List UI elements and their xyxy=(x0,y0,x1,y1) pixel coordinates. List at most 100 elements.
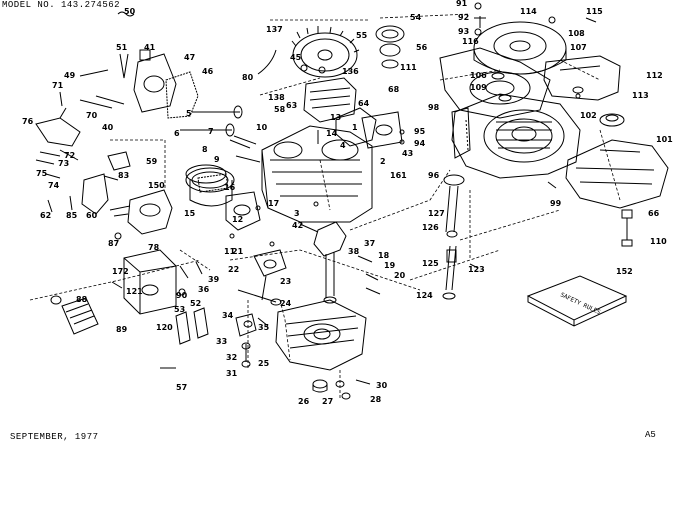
callout-6: 6 xyxy=(174,129,180,138)
flywheel-137 xyxy=(291,26,360,78)
callout-42: 42 xyxy=(292,221,303,230)
callout-150: 150 xyxy=(148,181,165,190)
callout-64: 64 xyxy=(358,99,370,108)
part-87 xyxy=(114,232,122,240)
callout-46: 46 xyxy=(202,67,214,76)
callout-87: 87 xyxy=(108,239,119,248)
footer-code: A5 xyxy=(645,430,656,440)
callout-60: 60 xyxy=(86,211,98,220)
callout-115: 115 xyxy=(586,7,603,16)
spring-50 xyxy=(117,11,135,79)
callout-19: 19 xyxy=(384,261,396,270)
callout-47: 47 xyxy=(184,53,195,62)
callout-23: 23 xyxy=(280,277,291,286)
sump-24 xyxy=(275,299,367,371)
callout-80: 80 xyxy=(242,73,254,82)
callout-43: 43 xyxy=(402,149,413,158)
fuel-tank-112 xyxy=(543,55,621,101)
callout-37: 37 xyxy=(364,239,375,248)
callout-123: 123 xyxy=(468,265,485,274)
callout-5: 5 xyxy=(186,109,192,118)
callout-49: 49 xyxy=(64,71,76,80)
owners-manual-152 xyxy=(526,275,628,327)
callout-38: 38 xyxy=(348,247,360,256)
callout-22: 22 xyxy=(228,265,239,274)
valves xyxy=(180,105,261,163)
callout-56: 56 xyxy=(416,43,428,52)
bracket-60 xyxy=(81,173,119,215)
callout-54: 54 xyxy=(410,13,422,22)
callout-126: 126 xyxy=(422,223,439,232)
callout-45: 45 xyxy=(290,53,302,62)
part-26 xyxy=(312,379,328,393)
callout-36: 36 xyxy=(198,285,210,294)
callout-3: 3 xyxy=(294,209,300,218)
callout-71: 71 xyxy=(52,81,64,90)
callout-70: 70 xyxy=(86,111,98,120)
callout-24: 24 xyxy=(280,299,292,308)
bolt-121 xyxy=(111,281,123,289)
callout-7: 7 xyxy=(208,127,214,136)
callout-92: 92 xyxy=(458,13,469,22)
parts-27-30 xyxy=(335,379,371,400)
crankshaft-38 xyxy=(299,221,347,304)
callout-85: 85 xyxy=(66,211,78,220)
callout-11: 11 xyxy=(224,247,236,256)
gasket-46 xyxy=(165,71,199,119)
leader-lines xyxy=(29,13,621,400)
callout-13: 13 xyxy=(330,113,341,122)
callout-109: 109 xyxy=(470,83,487,92)
recoil-starter xyxy=(473,21,567,75)
callout-53: 53 xyxy=(174,305,185,314)
callout-25: 25 xyxy=(258,359,270,368)
callout-136: 136 xyxy=(342,67,359,76)
bracket-52 xyxy=(175,307,209,345)
callout-4: 4 xyxy=(340,141,346,150)
callout-40: 40 xyxy=(102,123,114,132)
callout-20: 20 xyxy=(394,271,406,280)
callout-112: 112 xyxy=(646,71,663,80)
callout-101: 101 xyxy=(656,135,673,144)
starter-cup-55 xyxy=(375,25,405,69)
footer-date: SEPTEMBER, 1977 xyxy=(10,432,99,442)
callout-52: 52 xyxy=(190,299,201,308)
callout-12: 12 xyxy=(232,215,243,224)
parts-36-39 xyxy=(178,261,203,296)
callout-63: 63 xyxy=(286,101,297,110)
callout-32: 32 xyxy=(226,353,237,362)
callout-121: 121 xyxy=(126,287,143,296)
callout-21: 21 xyxy=(232,247,244,256)
bracket-98 xyxy=(451,107,471,159)
callout-9: 9 xyxy=(214,155,220,164)
callout-138: 138 xyxy=(268,93,285,102)
callout-161: 161 xyxy=(390,171,407,180)
callout-28: 28 xyxy=(370,395,382,404)
callout-106: 106 xyxy=(470,71,487,80)
callout-35: 35 xyxy=(258,323,270,332)
callout-125: 125 xyxy=(422,259,439,268)
governor-link-76 xyxy=(35,107,81,147)
callout-57: 57 xyxy=(176,383,187,392)
small-parts-18-20 xyxy=(357,255,381,295)
carburetor-150 xyxy=(109,189,173,235)
callout-110: 110 xyxy=(650,237,667,246)
callout-107: 107 xyxy=(570,43,587,52)
callout-127: 127 xyxy=(428,209,445,218)
callout-90: 90 xyxy=(176,291,188,300)
callout-66: 66 xyxy=(648,209,660,218)
callout-99: 99 xyxy=(550,199,562,208)
callout-14: 14 xyxy=(326,129,338,138)
callout-58: 58 xyxy=(274,105,286,114)
callout-108: 108 xyxy=(568,29,585,38)
part-41 xyxy=(139,49,151,61)
callout-15: 15 xyxy=(184,209,196,218)
callout-88: 88 xyxy=(76,295,88,304)
callout-26: 26 xyxy=(298,397,310,406)
callout-111: 111 xyxy=(400,63,417,72)
blower-housing-111 xyxy=(439,47,551,119)
callout-94: 94 xyxy=(414,139,426,148)
callout-2: 2 xyxy=(380,157,386,166)
callout-102: 102 xyxy=(580,111,597,120)
callout-93: 93 xyxy=(458,27,469,36)
